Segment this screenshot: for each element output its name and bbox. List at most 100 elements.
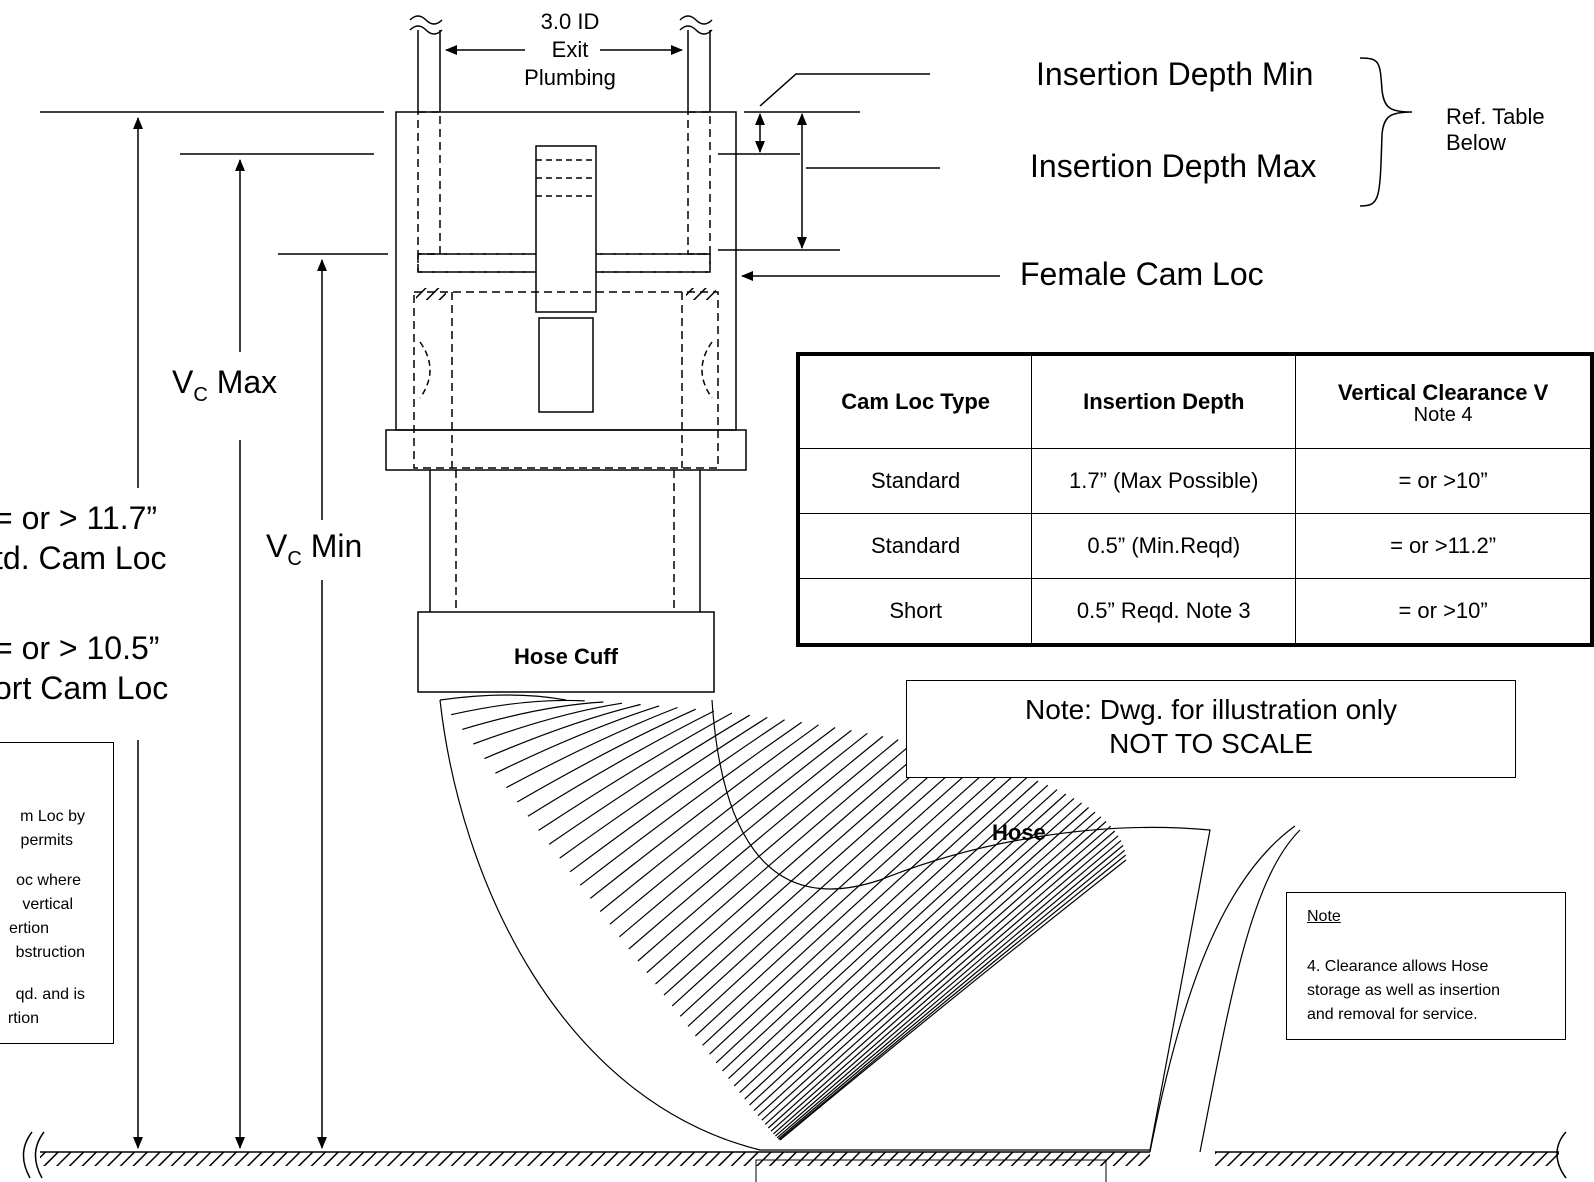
hose-rib — [753, 807, 1089, 1112]
table-row: Standard 1.7” (Max Possible) = or >10” — [797, 448, 1593, 514]
table-cell: = or >11.2” — [1295, 513, 1593, 579]
exit-plumbing — [409, 15, 713, 255]
ref-table-label: Ref. Table Below — [1446, 104, 1545, 155]
hose-rib — [462, 701, 604, 730]
table-cell: 0.5” Reqd. Note 3 — [1031, 578, 1297, 646]
hose-rib — [538, 712, 733, 831]
hose-rib — [484, 703, 641, 760]
left-note-line: oc where — [16, 872, 81, 889]
vertical-dimensions — [40, 111, 388, 1149]
hose-rib — [450, 699, 585, 716]
hose-rib — [687, 760, 982, 1027]
hose-rib — [722, 780, 1039, 1072]
hose-rib — [559, 716, 768, 859]
table-cell: Standard — [797, 448, 1033, 514]
hose-cuff — [417, 611, 715, 693]
insertion-depth-min-label: Insertion Depth Min — [1036, 56, 1314, 92]
hose-rib — [495, 705, 660, 774]
hose-rib — [779, 859, 1127, 1141]
female-cam-loc-body — [385, 111, 747, 612]
std-clearance-label: = or > 11.7” td. Cam Loc — [0, 500, 167, 576]
table-header: Insertion Depth — [1031, 353, 1297, 449]
hose-rib — [506, 706, 678, 789]
table-cell: = or >10” — [1295, 448, 1593, 514]
hose-rib — [775, 840, 1122, 1137]
hose-rib — [779, 854, 1127, 1141]
left-note-line: bstruction — [15, 944, 85, 961]
hose-rib — [764, 821, 1107, 1125]
table-cell: Short — [797, 578, 1033, 646]
hose-rib — [715, 776, 1029, 1064]
hose-rib — [628, 735, 884, 950]
table-cell: Standard — [797, 513, 1033, 579]
hose-rib — [739, 793, 1067, 1094]
hose-rib — [709, 772, 1018, 1055]
hose-rib — [637, 739, 899, 962]
hose-rib — [773, 835, 1119, 1135]
table-header: Cam Loc Type — [797, 353, 1033, 449]
left-note-line: vertical — [22, 896, 73, 913]
hose-rib — [439, 694, 567, 701]
right-note-line: storage as well as insertion — [1307, 982, 1500, 999]
hose-rib — [473, 702, 623, 745]
left-note-line: permits — [20, 832, 73, 849]
table-cell: = or >10” — [1295, 578, 1593, 646]
brace-icon — [1359, 57, 1413, 207]
hose-rib — [679, 756, 969, 1017]
hose-rib — [733, 789, 1058, 1087]
hose-rib — [767, 825, 1112, 1129]
table-header-note: Note 4 — [1413, 404, 1473, 426]
hose-rib — [728, 784, 1049, 1080]
left-notes-box: m Loc by permits oc where vertical ertio… — [0, 742, 114, 1044]
scale-note-line: Note: Dwg. for illustration only — [1025, 694, 1397, 725]
hose-rib — [609, 729, 852, 925]
table-cell: 0.5” (Min.Reqd) — [1031, 513, 1297, 579]
hose-rib — [655, 745, 928, 985]
hose-rib — [663, 749, 942, 996]
hose-rib — [757, 811, 1096, 1117]
table-header-row: Cam Loc Type Insertion Depth Vertical Cl… — [797, 353, 1593, 449]
hose-rib — [516, 708, 697, 803]
hose-rib — [646, 742, 914, 974]
left-note-line: qd. and is — [15, 986, 85, 1003]
left-note-line: rtion — [7, 1010, 39, 1027]
hose-rib — [548, 714, 751, 845]
exit-plumbing-label: 3.0 ID Exit Plumbing — [524, 9, 616, 90]
right-note-line: and removal for service. — [1307, 1006, 1478, 1023]
vc-min-label: VC Min — [266, 528, 363, 570]
vc-max-label: VC Max — [172, 364, 278, 406]
hose-rib — [569, 719, 785, 873]
insertion-dimensions — [718, 57, 1413, 281]
left-note-line: m Loc by — [20, 808, 85, 825]
hose-rib — [770, 830, 1116, 1132]
hose-rib — [778, 849, 1126, 1140]
hose-rib — [744, 797, 1075, 1100]
right-note-title: Note — [1307, 908, 1341, 925]
table-cell: 1.7” (Max Possible) — [1031, 448, 1297, 514]
hose-rib — [599, 727, 836, 912]
table-row: Short 0.5” Reqd. Note 3 = or >10” — [797, 578, 1593, 646]
hose-rib — [761, 816, 1102, 1121]
female-cam-loc-label: Female Cam Loc — [1020, 256, 1264, 292]
insertion-depth-max-label: Insertion Depth Max — [1030, 148, 1317, 184]
hose-label: Hose — [992, 820, 1046, 845]
table-row: Standard 0.5” (Min.Reqd) = or >11.2” — [797, 513, 1593, 579]
bottom-note-box — [755, 1159, 1107, 1182]
left-note-line: ertion — [8, 920, 49, 937]
table-header: Vertical Clearance V Note 4 — [1295, 353, 1593, 449]
short-clearance-label: = or > 10.5” ort Cam Loc — [0, 630, 169, 706]
hose-rib — [671, 752, 956, 1007]
hose-rib — [579, 721, 803, 886]
hose-rib — [619, 732, 868, 938]
scale-note-box: Note: Dwg. for illustration only NOT TO … — [906, 680, 1516, 778]
cam-loc-spec-table: Cam Loc Type Insertion Depth Vertical Cl… — [796, 352, 1594, 647]
hose-rib — [527, 710, 715, 817]
hose-rib — [589, 724, 819, 899]
ground — [22, 1131, 1567, 1179]
hose-cuff-label: Hose Cuff — [514, 644, 618, 669]
hose-rib — [749, 802, 1082, 1106]
right-note-box: Note 4. Clearance allows Hose storage as… — [1286, 892, 1566, 1040]
hose-rib — [702, 768, 1006, 1046]
scale-note-line: NOT TO SCALE — [1109, 728, 1313, 759]
